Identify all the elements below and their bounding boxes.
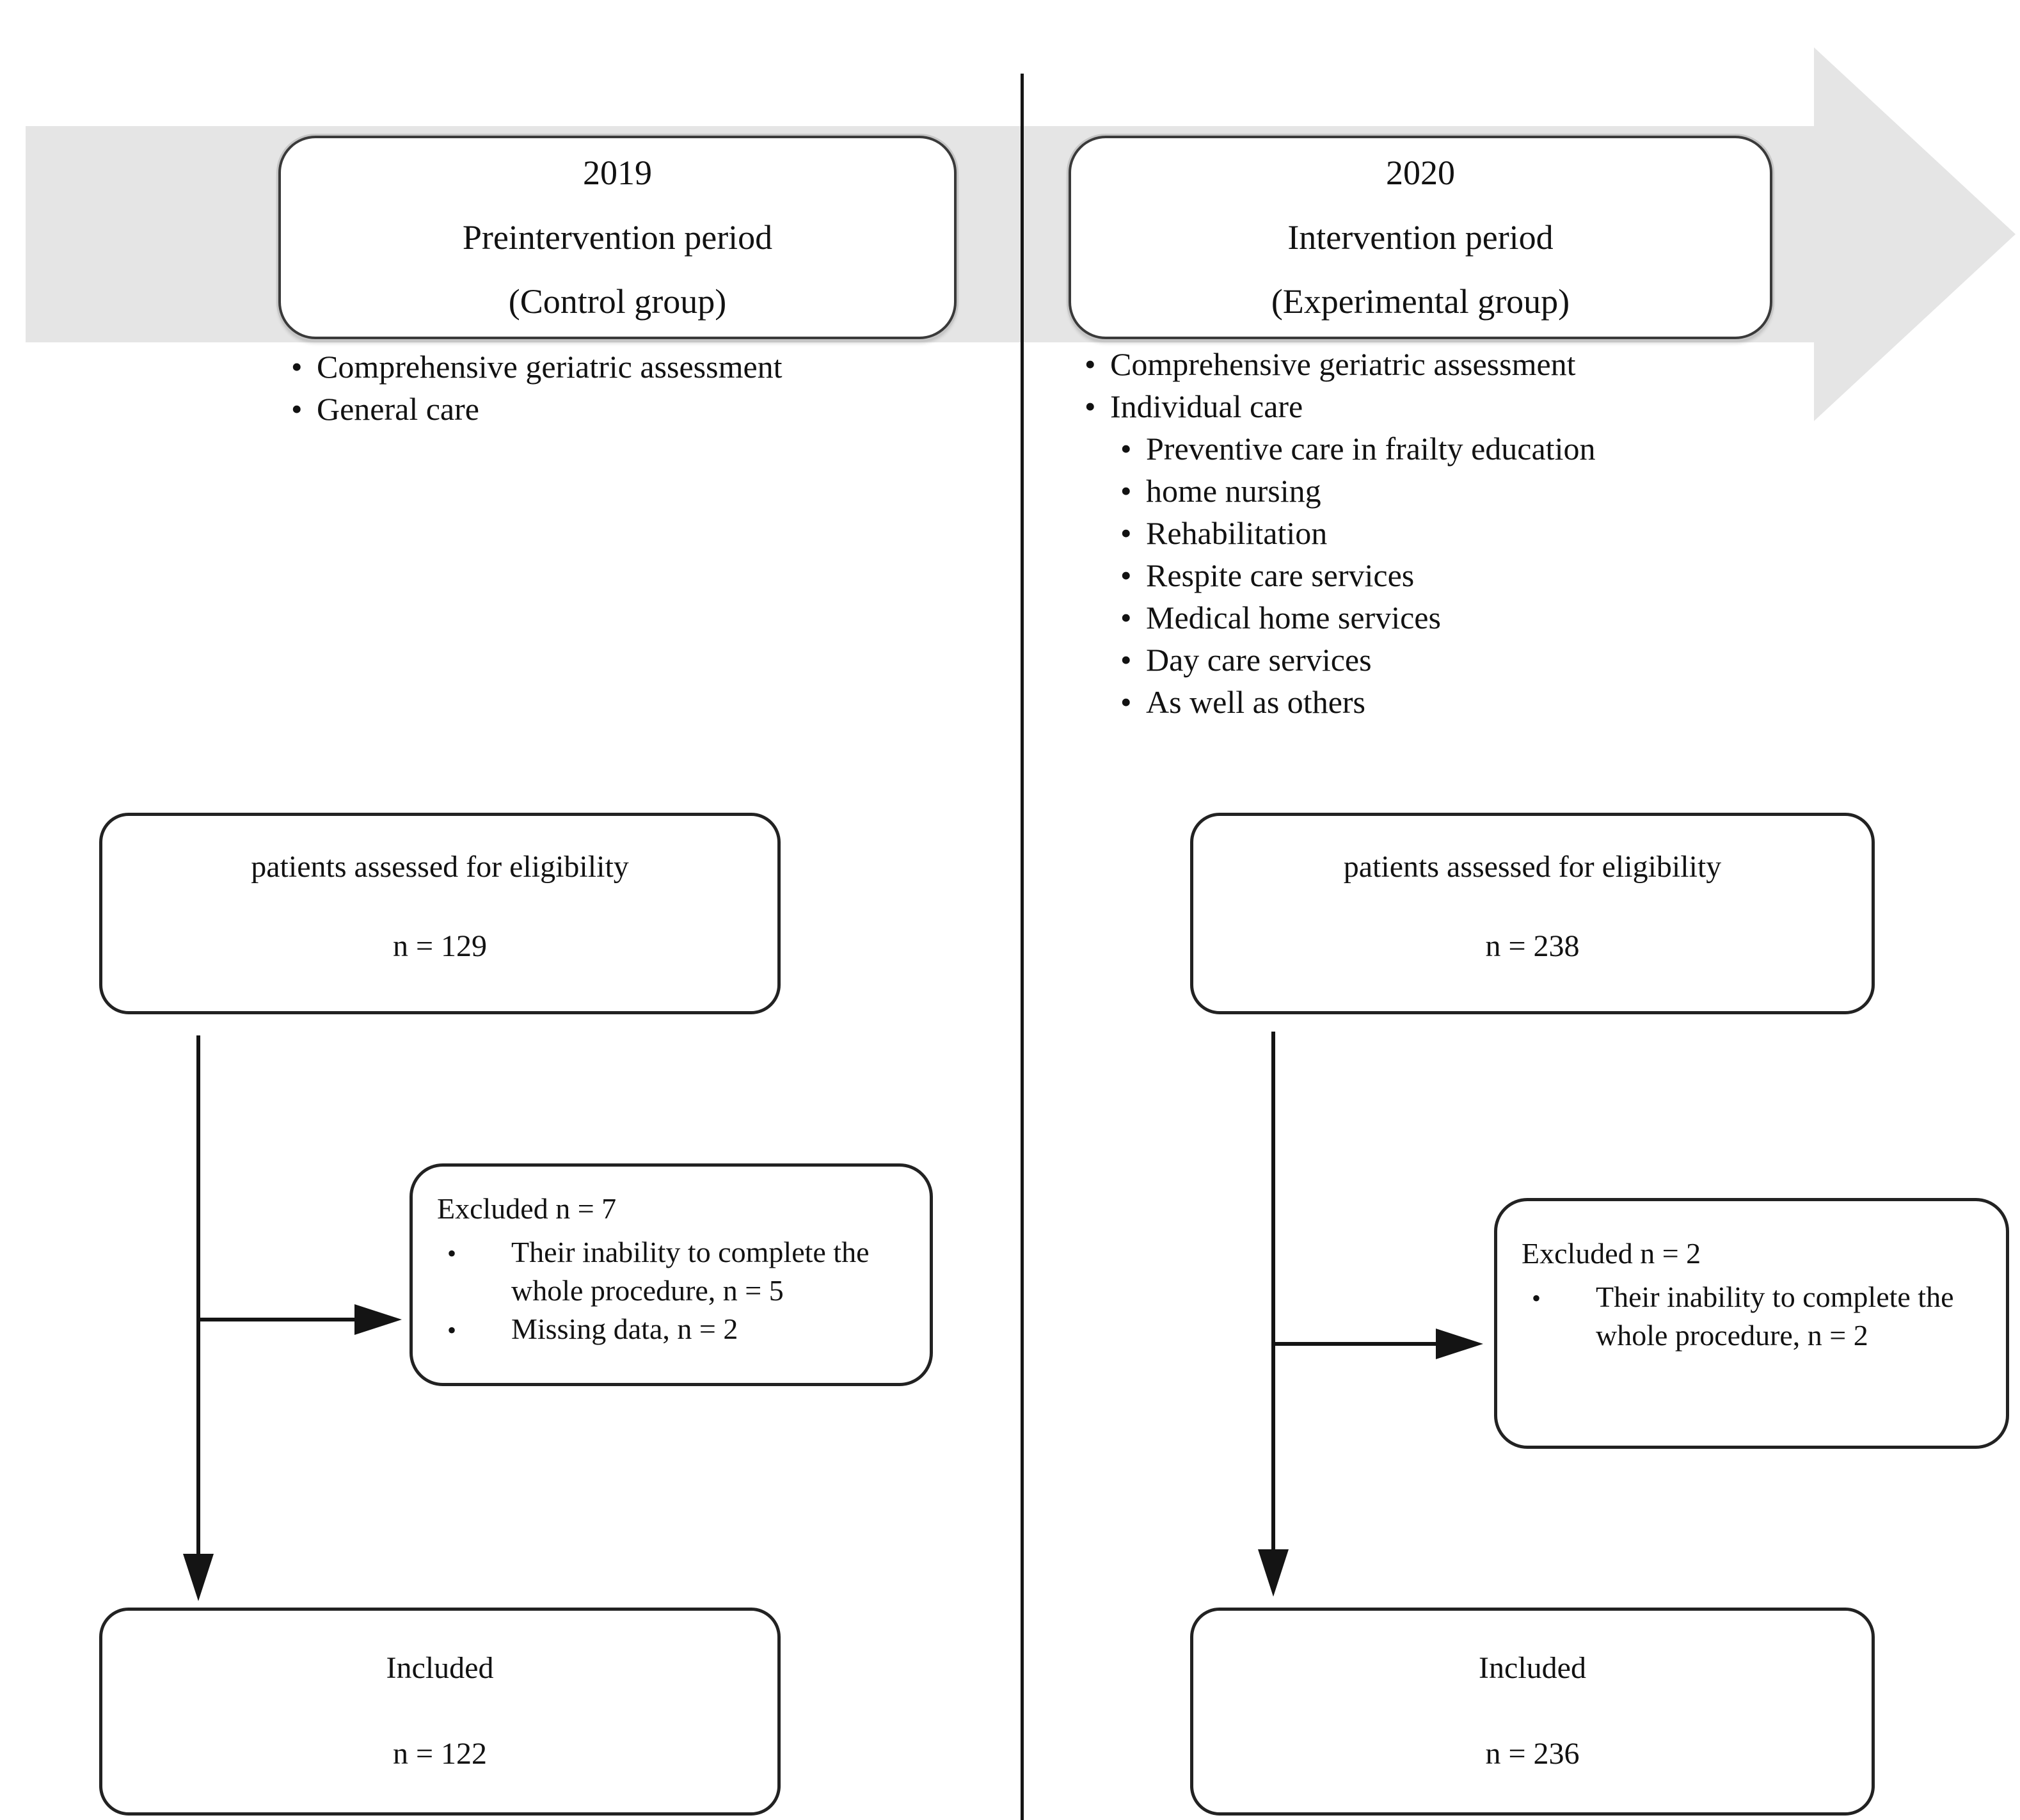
eligibility-title: patients assessed for eligibility xyxy=(251,850,629,884)
period-label: Intervention period xyxy=(1287,218,1554,257)
period-year: 2020 xyxy=(1386,153,1455,192)
care-item-label: Day care services xyxy=(1146,642,1372,678)
excluded-item-label: Their inability to complete the whole pr… xyxy=(511,1236,870,1307)
period-year: 2019 xyxy=(583,153,652,192)
period-group: (Control group) xyxy=(508,282,727,321)
bullet-icon xyxy=(1120,639,1146,681)
bullet-icon xyxy=(1085,385,1110,427)
bullet-icon xyxy=(437,1310,511,1350)
care-item-label: Respite care services xyxy=(1146,557,1415,593)
excluded-title: Excluded n = 2 xyxy=(1522,1237,1701,1270)
care-item: General care xyxy=(291,388,783,430)
bullet-icon xyxy=(1522,1278,1596,1318)
period-box-experimental: 2020 Intervention period (Experimental g… xyxy=(1069,136,1772,339)
bullet-icon xyxy=(1120,427,1146,470)
excluded-box-control: Excluded n = 7 Their inability to comple… xyxy=(410,1163,933,1386)
eligibility-box-control: patients assessed for eligibility n = 12… xyxy=(99,813,781,1014)
period-group: (Experimental group) xyxy=(1271,282,1570,321)
excluded-item: Missing data, n = 2 xyxy=(437,1310,898,1350)
care-item-label: Medical home services xyxy=(1146,600,1441,635)
column-divider-line xyxy=(1021,74,1024,1820)
care-item: Comprehensive geriatric assessment xyxy=(291,346,783,388)
care-item-label: Individual care xyxy=(1110,388,1303,424)
care-item-label: home nursing xyxy=(1146,473,1321,509)
care-item-label: Rehabilitation xyxy=(1146,515,1328,551)
eligibility-n: n = 129 xyxy=(392,929,488,963)
bullet-icon xyxy=(291,346,317,388)
care-item: Preventive care in frailty education xyxy=(1120,427,1595,470)
included-title: Included xyxy=(1479,1651,1586,1685)
care-item: Rehabilitation xyxy=(1120,512,1595,554)
care-item: Medical home services xyxy=(1120,596,1595,639)
bullet-icon xyxy=(1120,512,1146,554)
care-list-control: Comprehensive geriatric assessment Gener… xyxy=(291,346,783,430)
care-item: Individual care xyxy=(1085,385,1595,427)
care-item-label: General care xyxy=(317,391,479,427)
bullet-icon xyxy=(1085,343,1110,385)
included-box-experimental: Included n = 236 xyxy=(1190,1608,1875,1816)
included-n: n = 236 xyxy=(1485,1737,1580,1771)
bullet-icon xyxy=(1120,681,1146,723)
bullet-icon xyxy=(437,1233,511,1273)
care-item: Day care services xyxy=(1120,639,1595,681)
bullet-icon xyxy=(1120,554,1146,596)
included-n: n = 122 xyxy=(392,1737,488,1771)
bullet-icon xyxy=(291,388,317,430)
arrowhead-down-experimental-icon xyxy=(1258,1549,1289,1597)
period-label: Preintervention period xyxy=(462,218,773,257)
arrowhead-down-control-icon xyxy=(183,1554,214,1601)
excluded-item: Their inability to complete the whole pr… xyxy=(437,1233,898,1310)
arrowhead-excluded-experimental-icon xyxy=(1436,1329,1483,1359)
excluded-item: Their inability to complete the whole pr… xyxy=(1522,1278,1974,1355)
care-list-experimental: Comprehensive geriatric assessment Indiv… xyxy=(1085,343,1595,723)
included-title: Included xyxy=(386,1651,494,1685)
care-item-label: Preventive care in frailty education xyxy=(1146,431,1596,467)
eligibility-box-experimental: patients assessed for eligibility n = 23… xyxy=(1190,813,1875,1014)
excluded-box-experimental: Excluded n = 2 Their inability to comple… xyxy=(1494,1198,2009,1449)
care-item-label: As well as others xyxy=(1146,684,1365,720)
excluded-item-label: Their inability to complete the whole pr… xyxy=(1596,1281,1954,1352)
excluded-item-label: Missing data, n = 2 xyxy=(511,1313,738,1345)
arrowhead-excluded-control-icon xyxy=(354,1304,402,1335)
care-item: Respite care services xyxy=(1120,554,1595,596)
eligibility-n: n = 238 xyxy=(1485,929,1580,963)
care-item: As well as others xyxy=(1120,681,1595,723)
excluded-title: Excluded n = 7 xyxy=(437,1192,617,1225)
timeline-arrowhead-icon xyxy=(1814,47,2016,421)
bullet-icon xyxy=(1120,596,1146,639)
care-item: Comprehensive geriatric assessment xyxy=(1085,343,1595,385)
eligibility-title: patients assessed for eligibility xyxy=(1343,850,1722,884)
period-box-control: 2019 Preintervention period (Control gro… xyxy=(278,136,957,339)
care-item: home nursing xyxy=(1120,470,1595,512)
care-item-label: Comprehensive geriatric assessment xyxy=(317,349,783,385)
bullet-icon xyxy=(1120,470,1146,512)
care-item-label: Comprehensive geriatric assessment xyxy=(1110,346,1576,382)
included-box-control: Included n = 122 xyxy=(99,1608,781,1816)
